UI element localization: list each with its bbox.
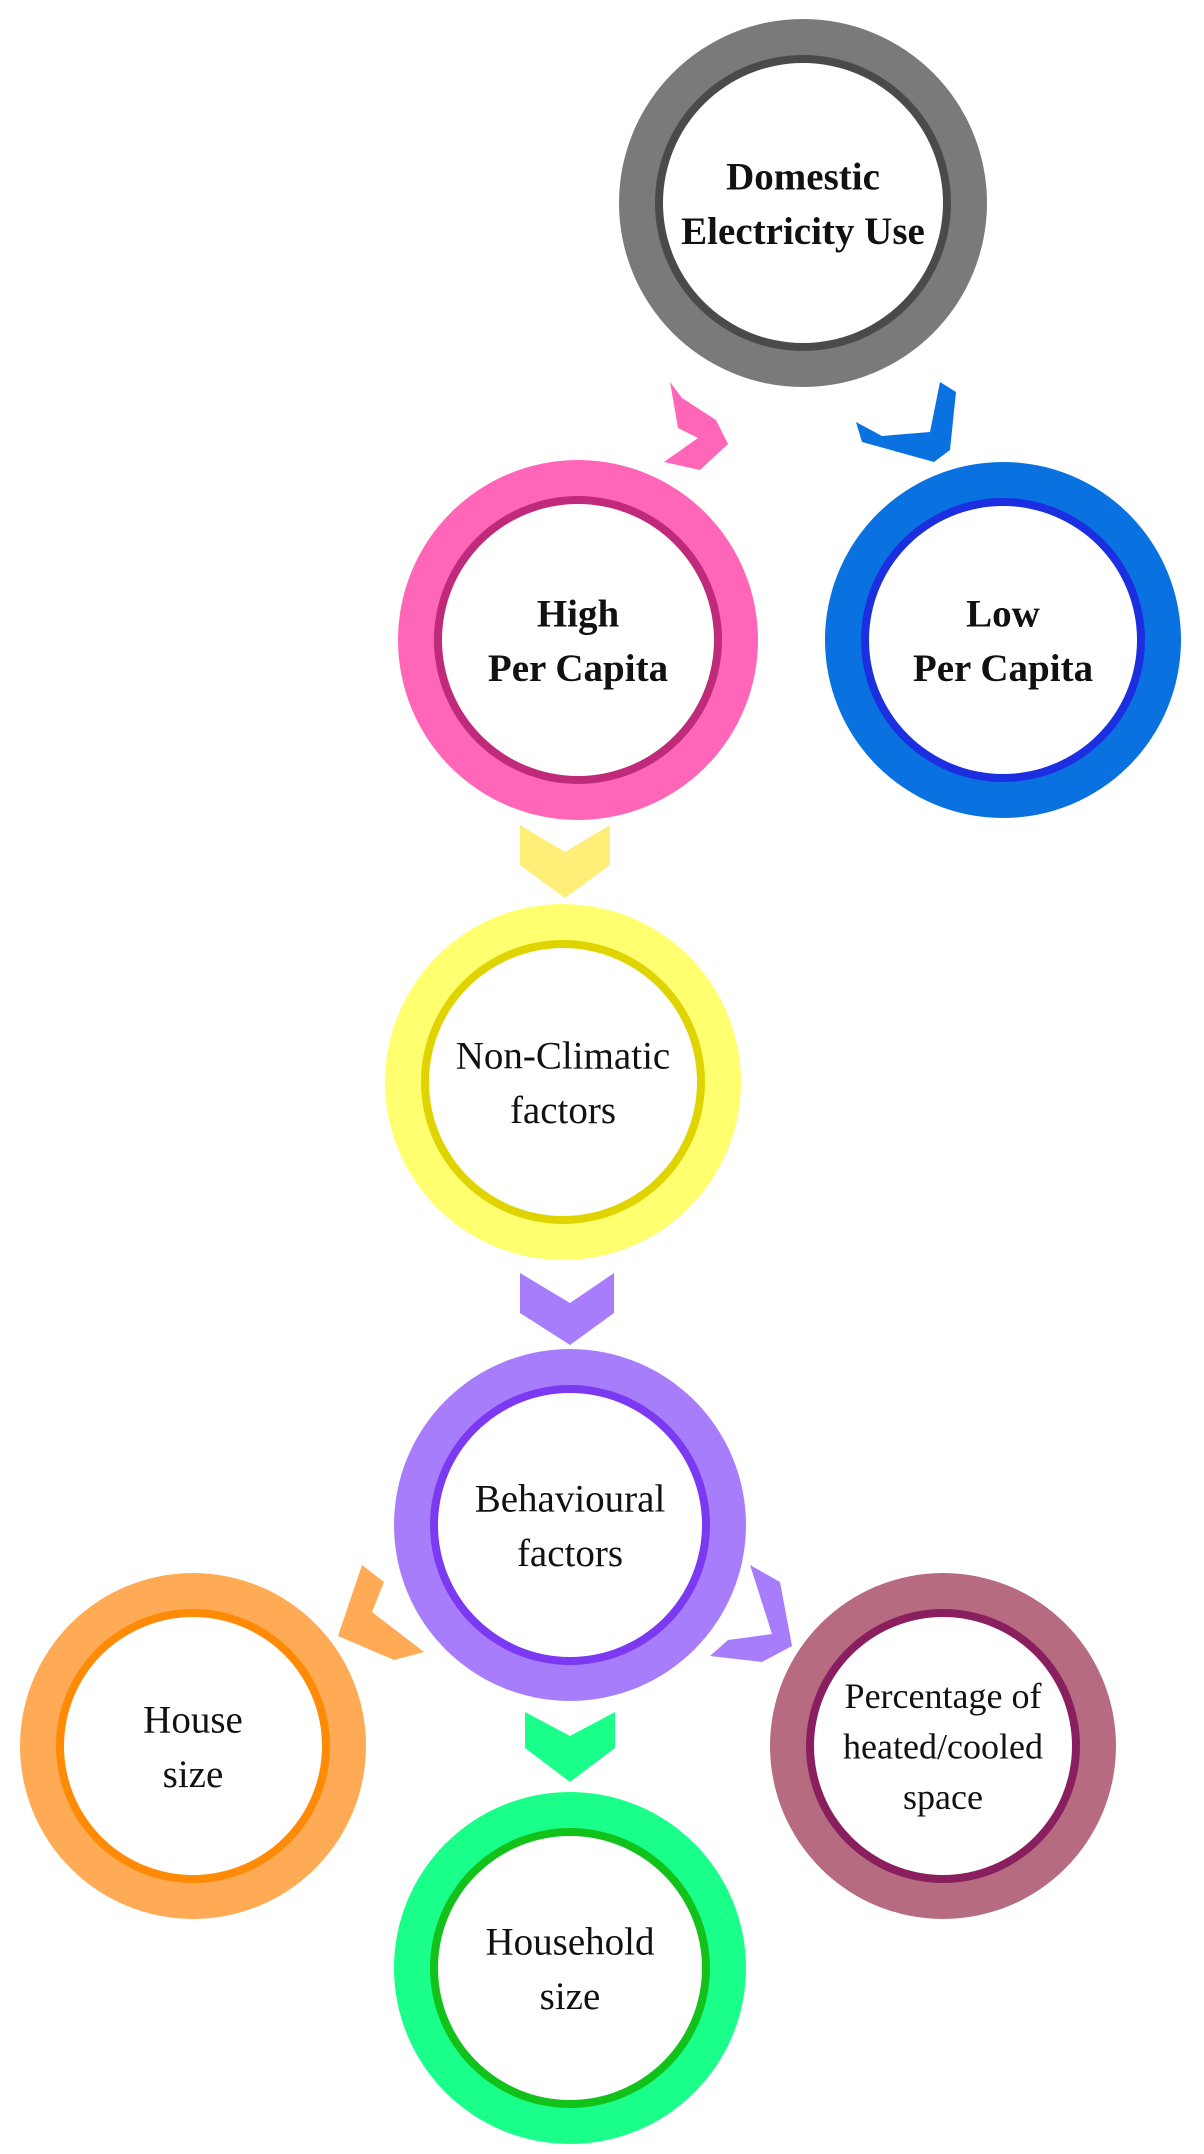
node-behavioural: Behavioural factors (394, 1349, 746, 1701)
node-household-size: Household size (394, 1792, 746, 2144)
node-face (438, 1393, 702, 1657)
node-label-line: Domestic (726, 155, 880, 198)
node-label-line: Percentage of (845, 1676, 1042, 1716)
node-label-line: Non-Climatic (456, 1034, 670, 1077)
node-label-line: factors (517, 1532, 623, 1575)
arrow-domestic-to-low (856, 382, 956, 462)
arrow-high-to-nonclimatic (520, 825, 610, 898)
node-label-line: Per Capita (913, 647, 1093, 690)
node-label-line: size (540, 1975, 601, 2018)
node-face (64, 1617, 322, 1875)
node-label-line: House (143, 1698, 243, 1741)
arrow-behavioural-to-household (525, 1712, 615, 1782)
arrow-nonclimatic-to-behavioural (520, 1273, 614, 1345)
node-face (814, 1617, 1072, 1875)
node-label-line: space (903, 1777, 983, 1817)
node-label-line: Per Capita (488, 647, 668, 690)
node-percentage-space: Percentage of heated/cooled space (770, 1573, 1116, 1919)
arrow-behavioural-to-house (338, 1565, 424, 1660)
node-label-line: Electricity Use (681, 210, 925, 253)
node-label-line: factors (510, 1089, 616, 1132)
node-face (438, 1836, 702, 2100)
node-label-line: High (537, 592, 620, 635)
arrow-domestic-to-high (664, 382, 728, 470)
node-label-line: Household (486, 1920, 655, 1963)
arrow-behavioural-to-percentage (710, 1565, 792, 1662)
node-non-climatic: Non-Climatic factors (385, 904, 741, 1260)
node-face (442, 504, 714, 776)
node-face (663, 63, 943, 343)
node-label-line: heated/cooled (843, 1727, 1043, 1767)
node-face (869, 506, 1137, 774)
node-label-line: size (163, 1753, 224, 1796)
node-face (429, 948, 697, 1216)
node-label-line: Low (966, 592, 1040, 635)
node-house-size: House size (20, 1573, 366, 1919)
node-label-line: Behavioural (475, 1477, 666, 1520)
